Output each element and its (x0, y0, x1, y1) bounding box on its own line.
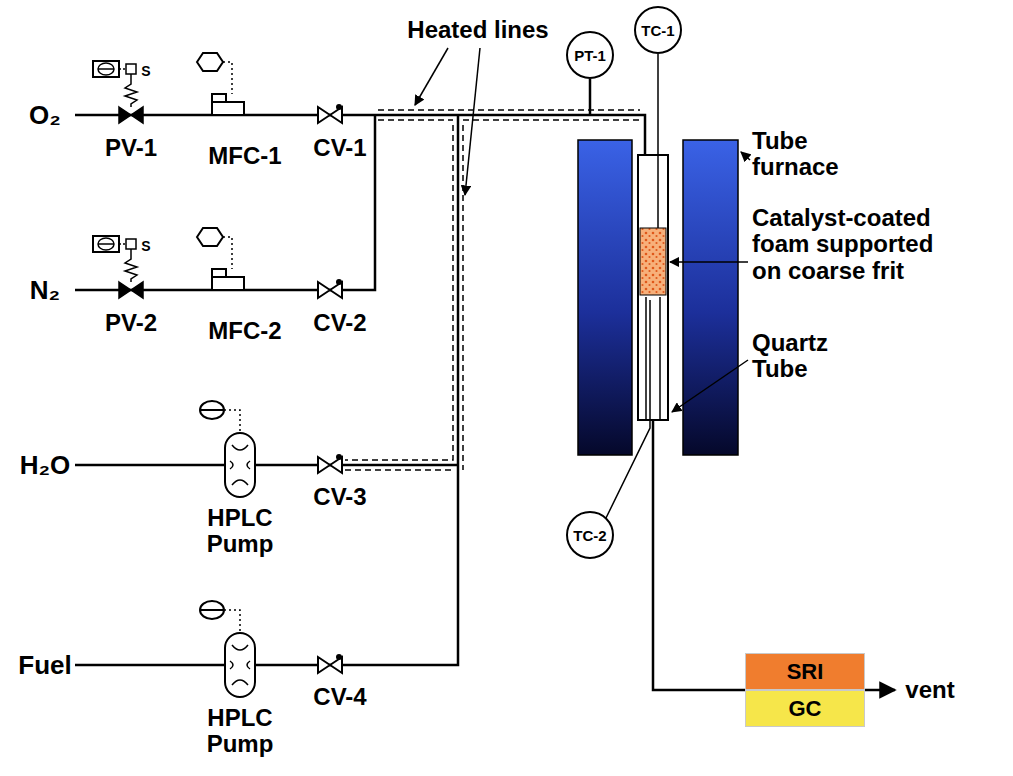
node-text: PT-1 (574, 47, 606, 64)
valve-symbol (119, 104, 342, 673)
signal-line-part (223, 237, 232, 269)
heated-line-part (345, 125, 453, 460)
valve-tag: PV-2 (105, 310, 157, 336)
thermocouple-wire-part (606, 300, 650, 518)
thermocouple: TC-2 (566, 511, 614, 559)
vent-arrow (865, 690, 895, 691)
solenoid-actuator-part (125, 249, 137, 282)
callout-label: Tube furnace (752, 128, 862, 181)
heated-line-part (345, 469, 453, 471)
mass-flow-controller-part (212, 269, 244, 290)
leader-arrow-part (741, 152, 750, 160)
stream-name: O₂ (29, 101, 61, 130)
quartz-tube-part (638, 155, 668, 420)
process-line-part (75, 115, 375, 290)
heated-line-part (378, 119, 453, 121)
controller-icon-part (200, 401, 224, 419)
stream-name: Fuel (18, 651, 71, 680)
thermocouple: TC-1 (634, 6, 682, 54)
controller-icon-part (200, 601, 224, 619)
node-text: GC (789, 696, 822, 722)
hplc-pump (225, 433, 255, 697)
thermocouple-wire-part (657, 54, 659, 228)
mfc-tag: MFC-2 (208, 318, 281, 344)
signal-line-part (224, 410, 240, 433)
valve-symbol-part (119, 107, 143, 123)
process-line (75, 79, 745, 690)
quartz-tube (638, 155, 668, 420)
controller-icon (93, 53, 224, 619)
valve-symbol-part (318, 104, 342, 123)
controller-icon-part (197, 228, 223, 246)
heated-line-part (463, 119, 640, 121)
valve-tag: PV-1 (105, 135, 157, 161)
valve-symbol-part (318, 454, 342, 473)
leader-arrow-part (415, 48, 448, 105)
mass-flow-controller-part (212, 94, 244, 115)
leader-arrow (415, 48, 750, 412)
outlet-label: vent (905, 677, 954, 703)
solenoid-mark: S (141, 64, 150, 79)
signal-line-part (224, 610, 240, 633)
heated-line-part (378, 109, 640, 111)
heated-line (345, 110, 640, 470)
valve-tag: CV-4 (313, 684, 366, 710)
instrument-circle (567, 32, 613, 78)
controller-icon-part (93, 61, 119, 77)
pump-tag: HPLC Pump (195, 505, 285, 558)
node-text: TC-2 (573, 527, 606, 544)
analyzer-box: SRI (745, 653, 865, 690)
tube-furnace-part (578, 140, 632, 455)
hplc-pump-part (225, 633, 255, 697)
stream-name: H₂O (20, 451, 71, 480)
quartz-tube-part (659, 297, 661, 420)
vent-arrow-part (865, 689, 895, 692)
controller-icon-part (93, 236, 119, 252)
analyzer-box: GC (745, 690, 865, 727)
valve-symbol-part (318, 654, 342, 673)
valve-tag: CV-2 (313, 310, 366, 336)
valve-symbol-part (119, 282, 143, 298)
leader-arrow-part (670, 261, 748, 263)
solenoid-mark: S (141, 239, 150, 254)
thermocouple-wire (606, 54, 658, 518)
hplc-pump-part (225, 433, 255, 497)
valve-symbol-part (318, 279, 342, 298)
instrument-circle (635, 7, 681, 53)
signal-line-part (223, 62, 232, 94)
process-line-part (653, 420, 745, 690)
leader-arrow-part (465, 48, 480, 195)
tube-furnace-part (683, 140, 738, 455)
callout-label: Quartz Tube (752, 330, 862, 383)
solenoid-actuator (119, 64, 137, 282)
leader-arrow-part (672, 360, 748, 412)
pump-tag: HPLC Pump (195, 705, 285, 758)
node-text: SRI (787, 659, 824, 685)
valve-tag: CV-1 (313, 135, 366, 161)
catalyst-foam-part (640, 228, 666, 295)
solenoid-actuator-part (119, 68, 126, 70)
pressure-transducer: PT-1 (566, 31, 614, 79)
controller-icon-part (197, 53, 223, 71)
solenoid-actuator-part (126, 64, 136, 74)
process-line-part (75, 464, 458, 467)
heated-line-part (462, 125, 464, 470)
node-text: TC-1 (641, 22, 674, 39)
catalyst-foam (640, 228, 666, 295)
callout-label: Catalyst-coated foam supported on coarse… (752, 205, 937, 284)
valve-tag: CV-3 (313, 484, 366, 510)
solenoid-actuator-part (126, 239, 136, 249)
solenoid-actuator-part (125, 74, 137, 107)
mass-flow-controller (212, 94, 244, 290)
stream-name: N₂ (30, 276, 60, 305)
instrument-circle (567, 512, 613, 558)
process-line-part (75, 115, 458, 665)
quartz-tube-part (645, 297, 647, 420)
solenoid-actuator-part (119, 243, 126, 245)
mfc-tag: MFC-1 (208, 143, 281, 169)
callout-label: Heated lines (407, 17, 548, 43)
